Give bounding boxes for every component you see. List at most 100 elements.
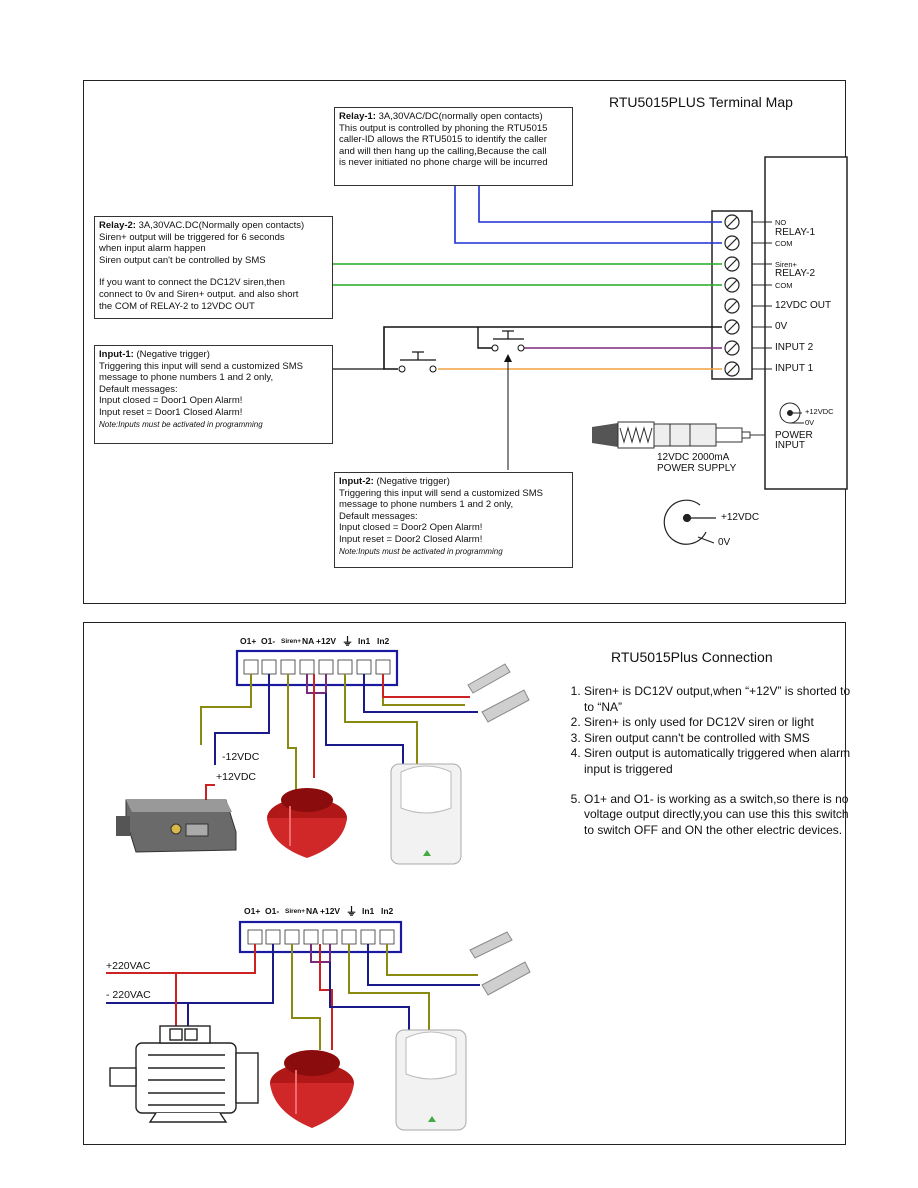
- connection-notes: Siren+ is DC12V output,when “+12V” is sh…: [568, 684, 859, 838]
- siren-icon: [267, 788, 347, 858]
- strip1-label-o1minus: O1-: [261, 636, 276, 646]
- relay1-info-box: Relay-1: 3A,30VAC/DC(normally open conta…: [334, 107, 573, 186]
- strip2-label-in2: In2: [381, 906, 394, 916]
- door-contact-icon: [467, 663, 530, 723]
- relay2-line: Siren output can't be controlled by SMS: [99, 254, 266, 266]
- note-item: O1+ and O1- is working as a switch,so th…: [584, 792, 859, 839]
- relay1-wires: [454, 186, 722, 244]
- strip1-label-siren: Siren+: [281, 638, 302, 645]
- input-wires: [333, 326, 722, 470]
- polarity-zero-label: 0V: [718, 537, 731, 548]
- strip1-label-o1plus: O1+: [240, 636, 257, 646]
- wires-block-1: [200, 674, 478, 800]
- terminal-label-12vdc-out: 12VDC OUT: [775, 300, 832, 311]
- power-input-label-2: INPUT: [775, 440, 805, 451]
- controller-body: [764, 156, 848, 490]
- relay2-line: If you want to connect the DC12V siren,t…: [99, 277, 285, 289]
- strip1-ground-icon: ⏚: [342, 636, 353, 648]
- wires-block-2: [106, 944, 480, 1050]
- power-plug-icon: [592, 421, 765, 449]
- relay2-line: connect to 0v and Siren+ output. and als…: [99, 288, 299, 300]
- input1-line: Default messages:: [99, 383, 178, 395]
- power-zero-label: 0V: [805, 418, 815, 427]
- input2-info-box: Input-2: (Negative trigger) Triggering t…: [334, 472, 573, 568]
- dc-jack-icon: [779, 402, 804, 424]
- input2-line: Input closed = Door2 Open Alarm!: [339, 522, 483, 534]
- terminal-label-relay1: RELAY-1: [775, 227, 816, 238]
- connection-title: RTU5015Plus Connection: [611, 649, 773, 665]
- strip1-label-in2: In2: [377, 636, 390, 646]
- note-item: Siren output is automatically triggered …: [584, 746, 859, 777]
- input1-line: message to phone numbers 1 and 2 only,: [99, 372, 274, 384]
- terminal-strip-1: [235, 649, 399, 687]
- relay1-line: caller-ID allows the RTU5015 to identify…: [339, 134, 547, 146]
- terminal-map-title: RTU5015PLUS Terminal Map: [609, 94, 793, 110]
- relay1-line: is never initiated no phone charge will …: [339, 157, 548, 169]
- terminal-label-com1: COM: [775, 239, 793, 248]
- strip2-ground-icon: ⏚: [346, 906, 357, 918]
- relay2-info-box: Relay-2: 3A,30VAC.DC(Normally open conta…: [94, 216, 333, 319]
- terminal-label-com2: COM: [775, 281, 793, 290]
- terminal-label-0v: 0V: [775, 321, 788, 332]
- terminal-label-no: NO: [775, 218, 787, 227]
- siren-icon-2: [270, 1050, 354, 1128]
- relay2-line: Siren+ output will be triggered for 6 se…: [99, 231, 285, 243]
- input1-line: Triggering this input will send a custom…: [99, 360, 303, 372]
- power-supply-rating: 12VDC 2000mA: [657, 452, 730, 463]
- relay2-line: the COM of RELAY-2 to 12VDC OUT: [99, 300, 255, 312]
- terminal-label-input1: INPUT 1: [775, 363, 814, 374]
- input1-info-box: Input-1: (Negative trigger) Triggering t…: [94, 345, 333, 444]
- input1-line: Input reset = Door1 Closed Alarm!: [99, 406, 243, 418]
- strip2-label-12v: +12V: [320, 906, 341, 916]
- input2-heading: Input-2:: [339, 476, 374, 487]
- electric-lock-icon: [116, 799, 237, 853]
- strip1-label-na: NA: [302, 636, 315, 646]
- plus-12vdc-label: +12VDC: [216, 771, 256, 783]
- input1-trigger: (Negative trigger): [133, 349, 210, 360]
- input2-line: Default messages:: [339, 510, 418, 522]
- strip2-label-o1plus: O1+: [244, 906, 261, 916]
- relay2-line: when input alarm happen: [99, 243, 206, 255]
- power-plus-label: +12VDC: [805, 407, 834, 416]
- relay2-wires: [333, 263, 722, 286]
- power-supply-label: POWER SUPPLY: [657, 463, 737, 474]
- power-input-label: POWER: [775, 430, 813, 441]
- input2-line: message to phone numbers 1 and 2 only,: [339, 499, 514, 511]
- relay1-heading: Relay-1:: [339, 111, 376, 122]
- relay2-heading: Relay-2:: [99, 220, 136, 231]
- dc-polarity-icon: [663, 499, 716, 545]
- strip1-label-12v: +12V: [316, 636, 337, 646]
- terminal-label-relay2: RELAY-2: [775, 268, 816, 279]
- minus-12vdc-label: -12VDC: [222, 751, 260, 763]
- relay1-spec: 3A,30VAC/DC(normally open contacts): [375, 111, 543, 122]
- relay1-line: This output is controlled by phoning the…: [339, 122, 548, 134]
- strip1-label-in1: In1: [358, 636, 371, 646]
- input2-note: Note:Inputs must be activated in program…: [339, 546, 503, 556]
- input1-heading: Input-1:: [99, 349, 134, 360]
- terminal-block: [711, 210, 772, 380]
- relay1-line: and will then hang up the calling,Becaus…: [339, 145, 547, 157]
- minus-220vac-label: - 220VAC: [106, 989, 151, 1001]
- input1-note: Note:Inputs must be activated in program…: [99, 419, 263, 429]
- motor-icon: [109, 1025, 259, 1123]
- note-item: Siren output cann't be controlled with S…: [584, 731, 859, 747]
- input2-line: Triggering this input will send a custom…: [339, 487, 543, 499]
- relay2-line-spacer: [99, 266, 328, 277]
- polarity-plus-label: +12VDC: [721, 512, 760, 523]
- pir-sensor-icon: [390, 763, 462, 865]
- input2-line: Input reset = Door2 Closed Alarm!: [339, 533, 483, 545]
- relay2-spec: 3A,30VAC.DC(Normally open contacts): [135, 220, 305, 231]
- note-item: Siren+ is DC12V output,when “+12V” is sh…: [584, 684, 859, 715]
- pir-sensor-icon-2: [395, 1029, 467, 1131]
- plus-220vac-label: +220VAC: [106, 960, 151, 972]
- input2-trigger: (Negative trigger): [373, 476, 450, 487]
- strip2-label-in1: In1: [362, 906, 375, 916]
- note-item: Siren+ is only used for DC12V siren or l…: [584, 715, 859, 731]
- door-contact-icon-2: [469, 931, 531, 996]
- terminal-label-siren: Siren+: [775, 260, 797, 269]
- input1-line: Input closed = Door1 Open Alarm!: [99, 395, 243, 407]
- strip2-label-siren: Siren+: [285, 908, 306, 915]
- strip2-label-o1minus: O1-: [265, 906, 280, 916]
- terminal-label-input2: INPUT 2: [775, 342, 814, 353]
